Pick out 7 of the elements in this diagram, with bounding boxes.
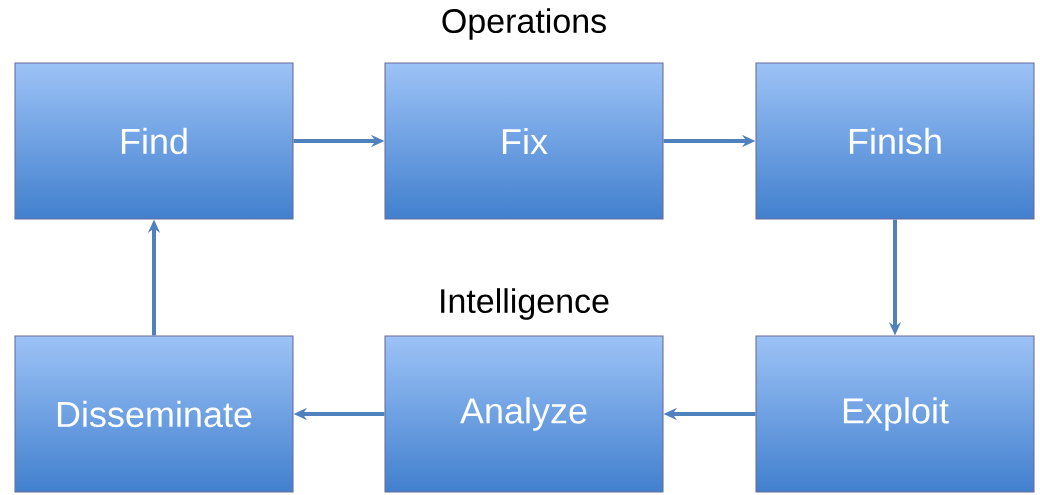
process-box: Analyze	[384, 335, 664, 493]
process-box: Fix	[384, 62, 664, 220]
process-box: Disseminate	[14, 335, 294, 493]
process-box: Finish	[755, 62, 1035, 220]
process-box: Find	[14, 62, 294, 220]
heading-text: Intelligence	[441, 288, 609, 320]
process-box: Exploit	[755, 335, 1035, 493]
